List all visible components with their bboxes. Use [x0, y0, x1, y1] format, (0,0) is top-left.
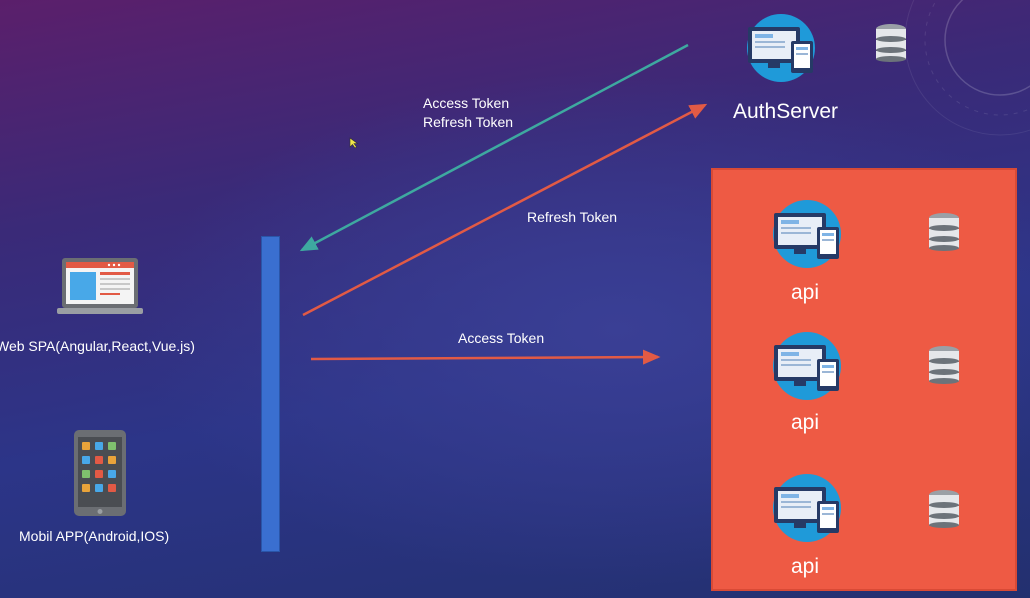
- api-group-box: [711, 168, 1017, 591]
- database-icon: [929, 346, 959, 384]
- database-icon: [876, 24, 906, 62]
- arrow-label-refresh-token-top: Refresh Token: [423, 114, 514, 130]
- laptop-icon: [57, 258, 143, 314]
- arrow-label-access-token-top: Access Token: [423, 95, 510, 111]
- web-spa-label: Web SPA(Angular,React,Vue.js): [0, 338, 195, 354]
- arrow-client-to-auth: [302, 103, 708, 317]
- auth-server-label: AuthServer: [733, 100, 839, 123]
- mobile-app-label: Mobil APP(Android,IOS): [19, 528, 170, 544]
- arrow-label-access-token: Access Token: [458, 330, 545, 346]
- api-label: api: [790, 555, 820, 578]
- api-label: api: [790, 281, 820, 304]
- database-icon: [929, 490, 959, 528]
- server-monitor-icon: [773, 200, 841, 268]
- server-monitor-icon: [773, 332, 841, 400]
- mouse-cursor-icon: [349, 137, 359, 149]
- arrow-label-refresh-token: Refresh Token: [527, 209, 618, 225]
- api-label: api: [790, 411, 820, 434]
- server-monitor-icon: [773, 474, 841, 542]
- server-monitor-icon: [747, 14, 815, 82]
- gateway-bar: [261, 236, 280, 552]
- arrow-client-to-api: [310, 349, 661, 365]
- arrow-auth-to-client: [299, 43, 689, 252]
- database-icon: [929, 213, 959, 251]
- smartphone-icon: [74, 430, 126, 516]
